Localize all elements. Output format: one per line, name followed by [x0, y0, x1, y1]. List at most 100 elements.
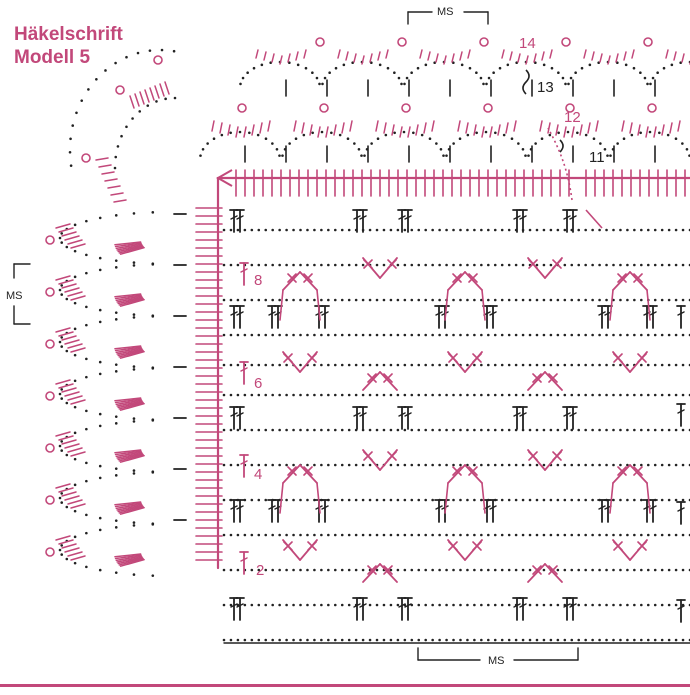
chain-row — [591, 568, 594, 572]
edge-chain — [85, 253, 88, 257]
chain-row — [285, 333, 288, 337]
edge-dc — [361, 55, 365, 65]
chain-row — [445, 333, 448, 337]
edge-dc — [377, 51, 381, 61]
chain-row — [493, 228, 497, 232]
chain-row — [222, 428, 226, 432]
edge-dc — [114, 449, 142, 454]
corner-chain — [114, 61, 117, 65]
chain-row — [674, 428, 678, 432]
chain-row — [535, 228, 539, 232]
chain-row — [320, 393, 323, 397]
chain-row — [667, 568, 671, 572]
chain-row — [320, 463, 323, 467]
chain-row — [278, 363, 281, 367]
edge-chain — [132, 472, 136, 475]
edge-chain — [60, 232, 64, 235]
chain-row — [313, 428, 316, 432]
chain-row — [243, 228, 247, 232]
corner-chain — [71, 124, 75, 127]
dc-stitch — [677, 311, 685, 316]
turn-chain — [522, 69, 530, 95]
chain-row — [619, 638, 622, 642]
chain-row — [431, 568, 434, 572]
chain-row — [584, 363, 587, 367]
edge-dc — [114, 242, 142, 248]
edge-chain — [60, 284, 64, 287]
chain-row — [285, 603, 288, 607]
edge-dc — [303, 49, 307, 59]
chain-row — [640, 428, 643, 432]
dc-group — [563, 412, 571, 417]
chain-row — [285, 533, 288, 537]
chain-row — [327, 263, 330, 267]
dc-group — [268, 505, 276, 510]
chain-row — [528, 498, 532, 502]
chain-row — [229, 428, 233, 432]
chain-row — [674, 533, 678, 537]
chain-row — [417, 638, 421, 642]
edge-chain — [561, 76, 565, 80]
diamond-side — [646, 289, 651, 321]
chain-row — [535, 428, 539, 432]
chain-row — [653, 533, 657, 537]
chain-row — [605, 428, 608, 432]
chain-row — [431, 263, 434, 267]
chain-row — [306, 533, 309, 537]
chain-row — [549, 263, 553, 267]
chain-row — [570, 463, 574, 467]
chain-row — [452, 263, 455, 267]
edge-dc — [451, 53, 455, 63]
chain-row — [438, 363, 441, 367]
chain-row — [250, 393, 254, 397]
chain-row — [653, 393, 657, 397]
edge-chain — [65, 505, 69, 509]
edge-chain — [73, 327, 77, 331]
edge-chain — [606, 154, 609, 157]
edge-dc — [599, 53, 603, 63]
edge-chain — [592, 137, 596, 141]
chain-row — [299, 498, 302, 502]
arch-stitch — [379, 371, 398, 391]
chain-row — [486, 463, 490, 467]
cross-stitch — [552, 451, 562, 461]
chain-row — [424, 263, 428, 267]
edge-chain — [466, 133, 470, 137]
edge-dc — [64, 391, 80, 397]
chain-row — [299, 228, 302, 232]
chain-row — [271, 463, 274, 467]
chain-row — [681, 363, 685, 367]
chain-row — [598, 228, 601, 232]
chain-row — [403, 333, 407, 337]
chain-row — [646, 363, 650, 367]
edge-chain — [65, 245, 69, 249]
chain-row — [354, 333, 358, 337]
edge-dc — [391, 124, 395, 136]
edge-dc — [587, 122, 591, 134]
edge-chain — [114, 370, 118, 373]
chain-row — [340, 638, 344, 642]
edge-chain — [357, 147, 361, 151]
chain-row — [257, 393, 261, 397]
chain-row — [480, 498, 483, 502]
chain-row — [452, 533, 455, 537]
chain-row — [417, 568, 421, 572]
edge-dc — [114, 293, 142, 298]
chain-row — [619, 498, 622, 502]
chain-row — [667, 498, 671, 502]
arch-stitch — [362, 371, 381, 391]
chain-row — [521, 333, 525, 337]
dc-group — [353, 412, 361, 417]
edge-chain — [73, 301, 77, 305]
cross-stitch — [548, 373, 558, 383]
chain-row — [382, 603, 386, 607]
edge-dc — [114, 501, 142, 506]
chain-row — [640, 568, 643, 572]
chain-row — [633, 263, 636, 267]
chain-row — [452, 228, 455, 232]
edge-dc — [457, 120, 461, 132]
edge-chain — [288, 142, 291, 145]
chain-row — [417, 463, 421, 467]
chain-row — [584, 638, 587, 642]
edge-dc — [383, 122, 387, 134]
